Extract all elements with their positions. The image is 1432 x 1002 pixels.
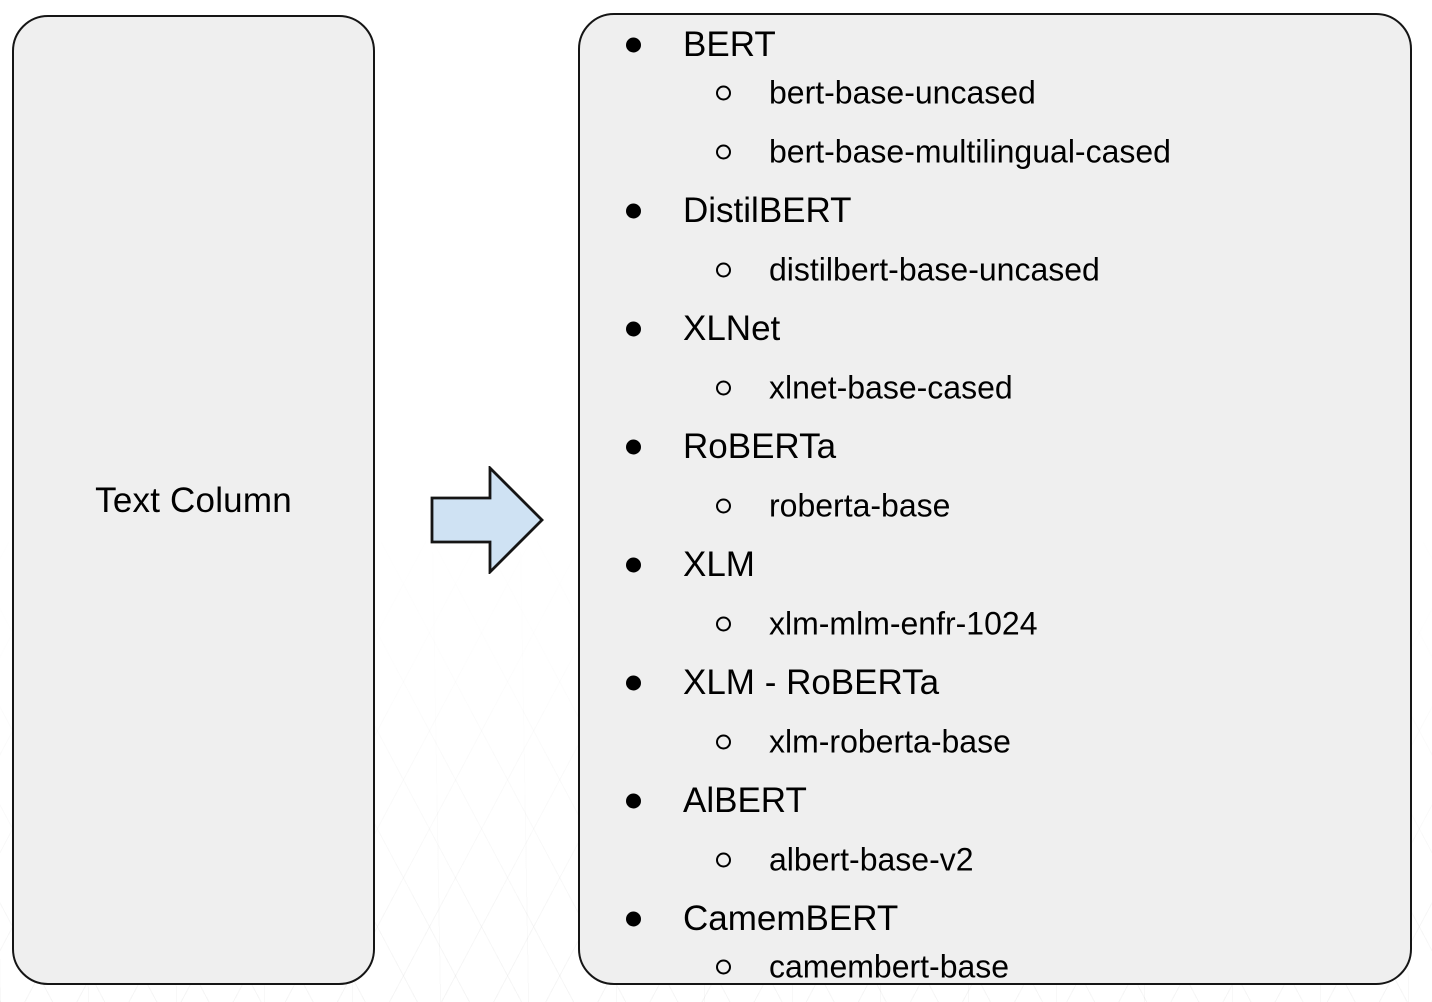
model-label: distilbert-base-uncased [769, 251, 1100, 288]
model-label: albert-base-v2 [769, 841, 974, 878]
list-item-group: XLM - RoBERTa [580, 663, 1410, 703]
list-item-model: bert-base-multilingual-cased [580, 132, 1410, 172]
bullet-icon [626, 439, 641, 455]
list-item-group: BERT [580, 25, 1410, 65]
group-label: XLM - RoBERTa [683, 663, 940, 702]
circle-bullet-icon [716, 85, 731, 101]
model-list: BERT bert-base-uncased bert-base-multili… [580, 15, 1410, 985]
bullet-icon [626, 793, 641, 809]
bullet-icon [626, 321, 641, 337]
list-item-model: camembert-base [580, 947, 1410, 985]
model-label: xlm-roberta-base [769, 723, 1011, 760]
group-label: XLNet [683, 309, 781, 348]
circle-bullet-icon [716, 734, 731, 750]
model-label: xlm-mlm-enfr-1024 [769, 605, 1038, 642]
list-item-group: XLNet [580, 309, 1410, 349]
right-arrow-icon [430, 464, 544, 576]
bullet-icon [626, 557, 641, 573]
list-item-group: RoBERTa [580, 427, 1410, 467]
text-column-label: Text Column [95, 481, 292, 520]
model-label: xlnet-base-cased [769, 369, 1013, 406]
group-label: XLM [683, 545, 755, 584]
circle-bullet-icon [716, 144, 731, 160]
circle-bullet-icon [716, 262, 731, 278]
model-list-box: BERT bert-base-uncased bert-base-multili… [578, 13, 1412, 985]
circle-bullet-icon [716, 498, 731, 514]
model-label: roberta-base [769, 487, 951, 524]
list-item-group: CamemBERT [580, 899, 1410, 939]
list-item-group: AlBERT [580, 781, 1410, 821]
circle-bullet-icon [716, 380, 731, 396]
bullet-icon [626, 203, 641, 219]
bullet-icon [626, 37, 641, 53]
list-item-group: DistilBERT [580, 191, 1410, 231]
group-label: BERT [683, 25, 776, 64]
group-label: CamemBERT [683, 899, 899, 938]
model-label: camembert-base [769, 948, 1010, 985]
list-item-model: albert-base-v2 [580, 840, 1410, 880]
list-item-model: xlm-mlm-enfr-1024 [580, 604, 1410, 644]
list-item-model: xlm-roberta-base [580, 722, 1410, 762]
bullet-icon [626, 675, 641, 691]
bullet-icon [626, 911, 641, 927]
text-column-box: Text Column [12, 15, 375, 985]
list-item-model: distilbert-base-uncased [580, 250, 1410, 290]
circle-bullet-icon [716, 616, 731, 632]
list-item-group: XLM [580, 545, 1410, 585]
group-label: AlBERT [683, 781, 807, 820]
circle-bullet-icon [716, 852, 731, 868]
group-label: DistilBERT [683, 191, 852, 230]
list-item-model: xlnet-base-cased [580, 368, 1410, 408]
list-item-model: bert-base-uncased [580, 73, 1410, 113]
model-label: bert-base-uncased [769, 74, 1036, 111]
list-item-model: roberta-base [580, 486, 1410, 526]
model-label: bert-base-multilingual-cased [769, 133, 1171, 170]
circle-bullet-icon [716, 959, 731, 975]
group-label: RoBERTa [683, 427, 837, 466]
